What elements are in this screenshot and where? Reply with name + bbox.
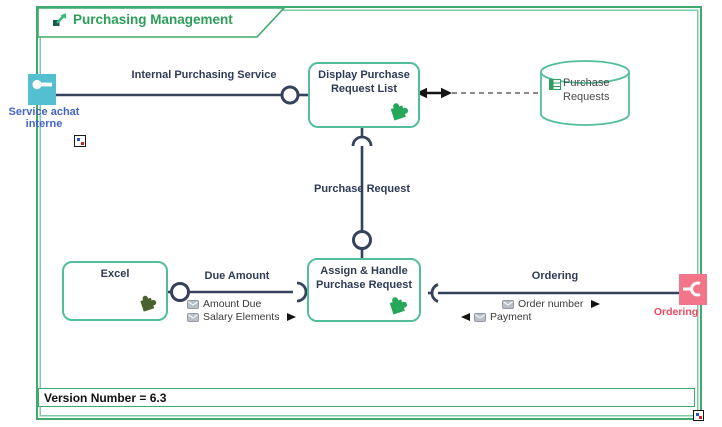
port-ordering[interactable] [679, 274, 707, 305]
diagram-frame[interactable] [36, 6, 702, 420]
flow-direction-right-icon [591, 300, 601, 308]
exchange-item-order-number[interactable]: Order number [502, 298, 601, 310]
connector-label-ordering[interactable]: Ordering [531, 270, 579, 282]
exchange-item-label: Amount Due [203, 298, 262, 310]
version-text: Version Number = 6.3 [44, 390, 167, 405]
envelope-icon [187, 312, 199, 322]
exchange-item-label: Order number [518, 298, 584, 310]
node-display-purchase-request-list[interactable]: Display Purchase Request List [308, 62, 420, 128]
representation-marker-icon [693, 410, 704, 421]
diagram-title: Purchasing Management [73, 12, 233, 27]
exchange-item-amount-due[interactable]: Amount Due [187, 298, 261, 310]
envelope-icon [502, 299, 514, 309]
connector-label-internal-purchasing-service[interactable]: Internal Purchasing Service [131, 69, 277, 81]
diagram-icon [53, 13, 67, 26]
exchange-item-payment[interactable]: Payment [461, 311, 531, 323]
node-excel[interactable]: Excel [62, 261, 168, 321]
node-label: Assign & Handle Purchase Request [316, 265, 412, 291]
connector-label-purchase-request[interactable]: Purchase Request [314, 183, 410, 195]
puzzle-icon [390, 103, 409, 121]
key-icon [32, 79, 52, 90]
port-label-ordering[interactable]: Ordering [653, 306, 699, 318]
diagram-title-tab[interactable]: Purchasing Management [52, 12, 233, 27]
actor-port-service-achat[interactable] [28, 74, 56, 105]
node-assign-handle-purchase-request[interactable]: Assign & Handle Purchase Request [307, 258, 421, 322]
flow-direction-left-icon [461, 313, 470, 321]
socket-icon [683, 281, 701, 297]
exchange-item-label: Payment [490, 311, 532, 323]
envelope-icon [474, 312, 486, 322]
version-note[interactable]: Version Number = 6.3 [38, 388, 695, 407]
exchange-item-label: Salary Elements [203, 311, 280, 323]
actor-label-service-achat[interactable]: Service achat interne [8, 106, 80, 131]
table-icon [549, 79, 561, 90]
datastore-label-purchase-requests[interactable]: Purchase Requests [563, 77, 610, 103]
puzzle-icon [389, 297, 408, 315]
envelope-icon [187, 299, 199, 309]
representation-marker-icon [74, 135, 86, 147]
puzzle-icon [140, 295, 157, 312]
node-label: Excel [100, 268, 130, 280]
connector-label-due-amount[interactable]: Due Amount [204, 270, 270, 282]
exchange-item-salary-elements[interactable]: Salary Elements [187, 311, 297, 323]
node-label: Display Purchase Request List [318, 69, 410, 95]
flow-direction-right-icon [287, 313, 297, 321]
